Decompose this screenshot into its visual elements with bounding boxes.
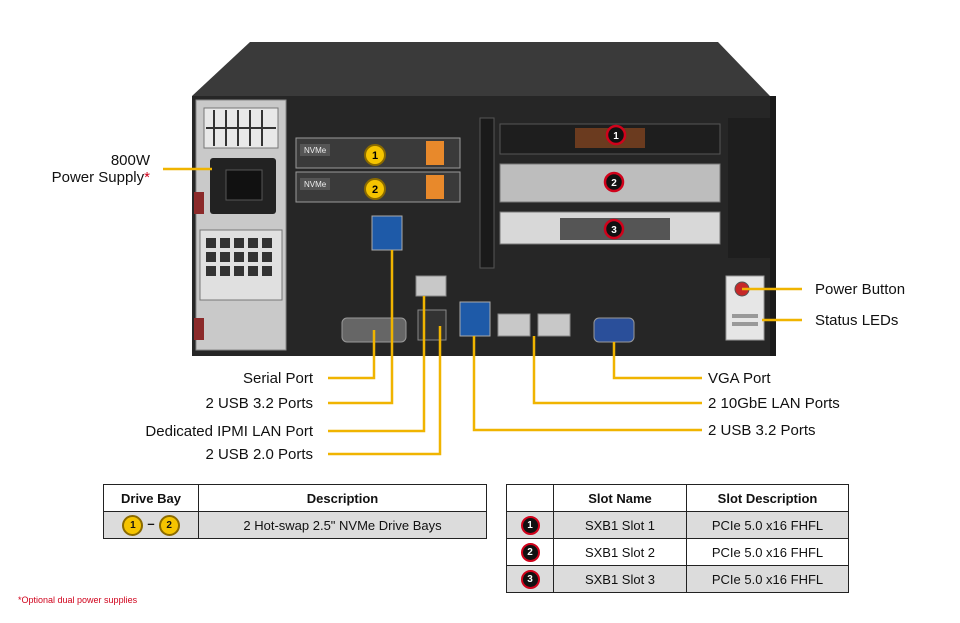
nvme-tag-2: NVMe: [304, 180, 327, 189]
drive-bay-table: Drive Bay Description 1–2 2 Hot-swap 2.5…: [103, 484, 487, 539]
drive-table-badge-1: 1: [122, 514, 144, 536]
usb32-right-label: 2 USB 3.2 Ports: [708, 422, 816, 439]
chassis-top: [192, 42, 770, 96]
slot-desc-2: PCIe 5.0 x16 FHFL: [686, 538, 849, 566]
drive-latch-2: [426, 175, 444, 199]
slot-name-3: SXB1 Slot 3: [553, 565, 687, 593]
slot-badge-3-label: 3: [611, 225, 617, 236]
vga-port-label: VGA Port: [708, 370, 771, 387]
slot-desc-3: PCIe 5.0 x16 FHFL: [686, 565, 849, 593]
footnote: *Optional dual power supplies: [18, 595, 138, 605]
power-supply-label-line2: Power Supply: [51, 169, 145, 186]
nvme-tag-1: NVMe: [304, 146, 327, 155]
drive-badge-1: [364, 144, 386, 166]
usb32-left-label: 2 USB 3.2 Ports: [205, 395, 313, 412]
ipmi-lan-label: Dedicated IPMI LAN Port: [145, 423, 313, 440]
power-supply-asterisk: *: [144, 169, 150, 186]
vga-port: [593, 317, 635, 343]
power-supply-label-line1: 800W: [110, 152, 150, 169]
drive-badge-2: [364, 178, 386, 200]
drive-badge-2-label: 2: [372, 184, 378, 196]
drive-table-header-desc: Description: [198, 484, 487, 512]
lan-port-2: [537, 313, 571, 337]
status-leds-label: Status LEDs: [815, 312, 899, 329]
power-button-label: Power Button: [815, 281, 906, 298]
usb20-label: 2 USB 2.0 Ports: [205, 446, 313, 463]
ipmi-lan-port: [415, 275, 447, 297]
serial-port-label: Serial Port: [242, 370, 313, 387]
table-row: 3 SXB1 Slot 3 PCIe 5.0 x16 FHFL: [506, 565, 849, 593]
slot-badge-1: [605, 124, 627, 146]
lan-10gbe-label: 2 10GbE LAN Ports: [708, 395, 840, 412]
slot-table-badge-3: 3: [520, 569, 540, 589]
drive-table-dash: –: [147, 515, 155, 531]
slot-badge-3: [603, 218, 625, 240]
table-row: 1 SXB1 Slot 1 PCIe 5.0 x16 FHFL: [506, 511, 849, 539]
usb32-ports-left: [371, 215, 403, 251]
slot-badge-2-label: 2: [611, 178, 617, 189]
slot-name-2: SXB1 Slot 2: [553, 538, 687, 566]
table-row: 2 SXB1 Slot 2 PCIe 5.0 x16 FHFL: [506, 538, 849, 566]
lan-port-1: [497, 313, 531, 337]
usb32-ports-right: [459, 301, 491, 337]
slot-name-1: SXB1 Slot 1: [553, 511, 687, 539]
power-supply-callout: 800W Power Supply*: [20, 152, 150, 186]
slot-table-header-badge: [506, 484, 554, 512]
slot-desc-1: PCIe 5.0 x16 FHFL: [686, 511, 849, 539]
drive-table-badge-2: 2: [158, 514, 180, 536]
drive-table-description: 2 Hot-swap 2.5" NVMe Drive Bays: [198, 511, 487, 539]
slot-table: Slot Name Slot Description 1 SXB1 Slot 1…: [506, 484, 849, 593]
drive-badge-1-label: 1: [372, 150, 378, 162]
leader-lines: [163, 167, 802, 456]
slot-table-header-desc: Slot Description: [686, 484, 849, 512]
slot-table-badge-2: 2: [520, 542, 540, 562]
slot-badge-2: [603, 171, 625, 193]
slot-table-badge-1: 1: [520, 515, 540, 535]
usb20-ports: [417, 309, 447, 341]
slot-table-header-name: Slot Name: [553, 484, 687, 512]
drive-latch-1: [426, 141, 444, 165]
drive-bay-badges: 1–2: [103, 511, 199, 539]
drive-table-header-bay: Drive Bay: [103, 484, 199, 512]
table-row: 1–2 2 Hot-swap 2.5" NVMe Drive Bays: [103, 511, 487, 539]
status-led-indicators: [732, 314, 758, 318]
slot-badge-1-label: 1: [613, 131, 619, 142]
